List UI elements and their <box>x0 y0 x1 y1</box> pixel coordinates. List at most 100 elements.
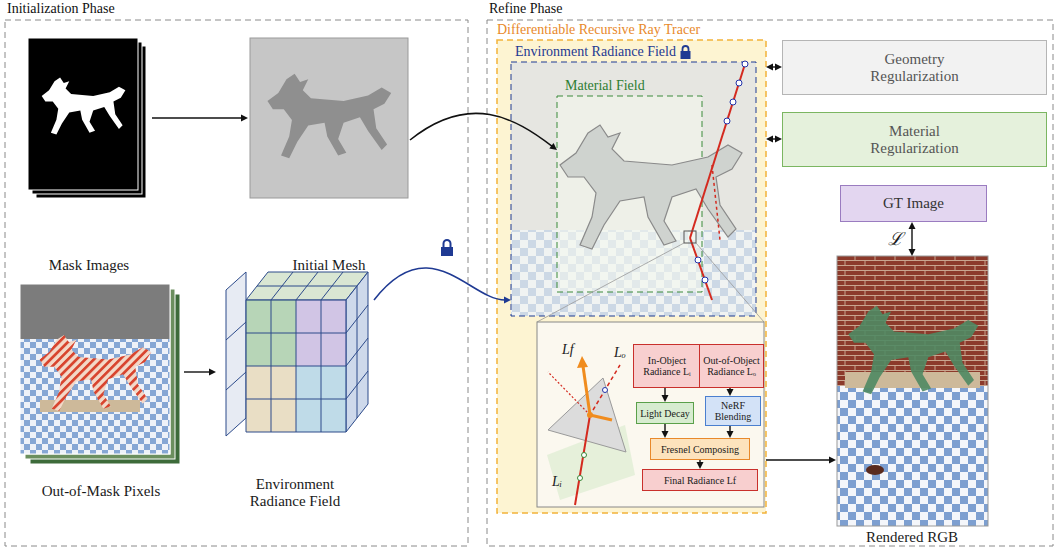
label: Initial Mesh <box>293 257 366 274</box>
label: Final Radiance Lf <box>664 475 736 486</box>
lock-icon <box>441 240 453 256</box>
arrowhead <box>209 369 216 376</box>
label: Mask Images <box>49 257 129 274</box>
zoom-inset <box>583 366 590 415</box>
heading-row: Environment Radiance Field <box>511 44 756 60</box>
phase-panel: Initialization PhaseMask ImagesInitial M… <box>5 0 468 548</box>
lock-icon <box>441 247 453 256</box>
zoom-inset <box>577 356 588 368</box>
image-stack: Out-of-Mask Pixels <box>18 282 184 500</box>
ray-path <box>724 118 730 124</box>
lock-icon <box>444 240 451 247</box>
connector <box>662 424 669 438</box>
arrowhead <box>662 431 669 438</box>
field-region <box>560 125 742 249</box>
connector <box>410 113 557 150</box>
connector <box>697 460 704 469</box>
connector <box>184 369 216 376</box>
connector <box>727 426 734 438</box>
arrowhead <box>829 457 836 464</box>
connector-line <box>664 424 665 432</box>
mask-image-stack <box>42 77 126 134</box>
connector-line <box>184 371 210 372</box>
rendered-image: Rendered RGB <box>836 256 988 546</box>
symbol-label: Lₒ <box>614 345 626 361</box>
mesh-render <box>267 74 391 158</box>
arrowhead <box>727 389 734 396</box>
symbol-label: Lᵢ <box>552 474 562 490</box>
label: GT Image <box>883 195 944 212</box>
ray-path <box>537 243 684 322</box>
ray-path <box>702 277 708 283</box>
heading-row: Material Field <box>557 78 702 94</box>
connector-line <box>772 66 776 67</box>
label: Light Decay <box>640 408 690 419</box>
zoom-inset <box>587 412 593 418</box>
mesh-render <box>250 38 408 198</box>
label: Material Regularization <box>845 123 985 156</box>
heading: Differentiable Recursive Ray Tracer <box>497 22 700 38</box>
arrowhead <box>766 136 773 143</box>
arrowhead <box>727 431 734 438</box>
process-box: Light Decay <box>636 402 694 424</box>
process-box: Out-of-Object Radiance Lₒ <box>699 344 764 388</box>
ray-path <box>537 61 764 322</box>
ray-path <box>695 257 701 263</box>
mask-image-stack <box>28 38 146 198</box>
connector-line <box>772 138 776 139</box>
connector-line <box>699 460 700 463</box>
target-box: GT Image <box>840 185 987 222</box>
radiance-grid <box>226 272 368 436</box>
photo-stack <box>20 284 180 464</box>
label: Out-of-Object Radiance Lₒ <box>703 355 760 377</box>
rendered-image <box>837 256 988 526</box>
loss-box: Geometry Regularization <box>782 40 1047 95</box>
ray-path <box>690 64 745 238</box>
field-region <box>511 62 756 316</box>
arrowhead <box>504 297 511 304</box>
label: In-Object Radiance Lᵢ <box>637 355 697 377</box>
ray-path <box>742 61 748 67</box>
tracer-region: Differentiable Recursive Ray TracerEnvir… <box>497 22 766 513</box>
zoom-inset <box>582 453 587 458</box>
connector-line <box>410 113 552 146</box>
photo-stack <box>39 335 151 411</box>
zoom-inset <box>593 365 620 410</box>
label: Out-of-Mask Pixels <box>42 483 161 500</box>
rendered-image <box>837 256 988 526</box>
lock-icon <box>680 45 691 59</box>
field-region <box>511 62 756 316</box>
heading: Environment Radiance Field <box>515 44 676 60</box>
panel-border <box>5 20 1053 546</box>
symbol-label: Lf <box>562 342 574 358</box>
label: Environment Radiance Field <box>240 476 350 511</box>
arrowhead <box>549 143 557 150</box>
mesh-render: Initial Mesh <box>248 36 410 274</box>
label: Geometry Regularization <box>845 51 985 84</box>
ray-path <box>696 243 764 322</box>
arrowhead <box>775 64 782 71</box>
rendered-image <box>866 465 884 475</box>
edge-label: ℒ <box>886 229 905 249</box>
mask-image-stack <box>28 38 138 190</box>
radiance-grid <box>226 272 246 436</box>
tracer-region <box>497 40 766 513</box>
zoom-inset <box>590 415 612 420</box>
heading: Refine Phase <box>487 0 1053 18</box>
image-stack: Mask Images <box>26 36 152 274</box>
photo-stack <box>20 284 170 454</box>
zoom-inset <box>578 476 583 481</box>
connector <box>909 222 916 256</box>
ray-path <box>684 231 696 243</box>
field-region <box>511 62 756 316</box>
connector <box>374 268 511 304</box>
process-box: Fresnel Composing <box>650 438 750 460</box>
connector-line <box>911 228 912 250</box>
panel-border <box>5 20 468 546</box>
connector-line <box>152 117 242 118</box>
process-box: NeRF Blending <box>705 396 761 426</box>
label: Fresnel Composing <box>661 444 739 455</box>
photo-stack <box>20 284 170 454</box>
